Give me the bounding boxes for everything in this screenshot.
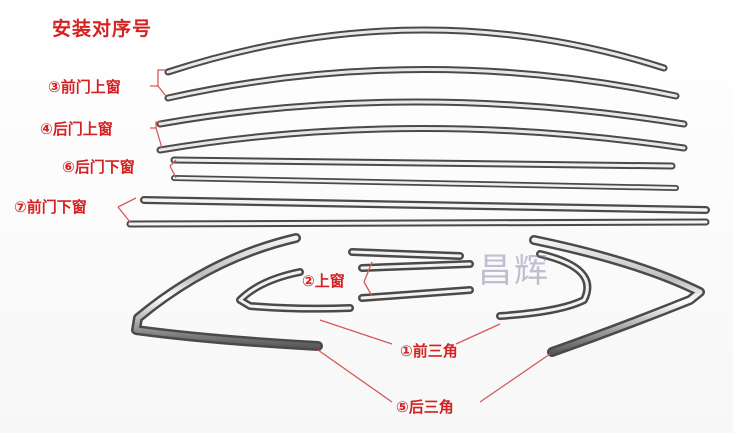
front-door-upper-strips: [164, 26, 680, 102]
label-front-door-upper: ③前门上窗: [48, 78, 121, 96]
leader-lines: [117, 69, 551, 403]
rear-door-upper-strips: [156, 98, 688, 154]
label-front-triangle: ①前三角: [400, 342, 458, 360]
watermark: 昌辉: [478, 251, 550, 291]
label-upper-window: ②上窗: [302, 272, 345, 290]
front-door-lower-strips: [126, 196, 710, 228]
label-front-door-lower: ⑦前门下窗: [14, 198, 87, 216]
front-triangle-left: [131, 233, 323, 351]
label-rear-door-upper: ④后门上窗: [40, 120, 113, 138]
upper-window-pieces: [236, 248, 592, 320]
label-rear-door-lower: ⑥后门下窗: [62, 158, 135, 176]
rear-door-lower-strips: [170, 156, 679, 191]
label-rear-triangle: ⑤后三角: [396, 398, 454, 416]
page-title: 安装对序号: [52, 18, 153, 40]
rear-triangle-right: [529, 235, 705, 357]
